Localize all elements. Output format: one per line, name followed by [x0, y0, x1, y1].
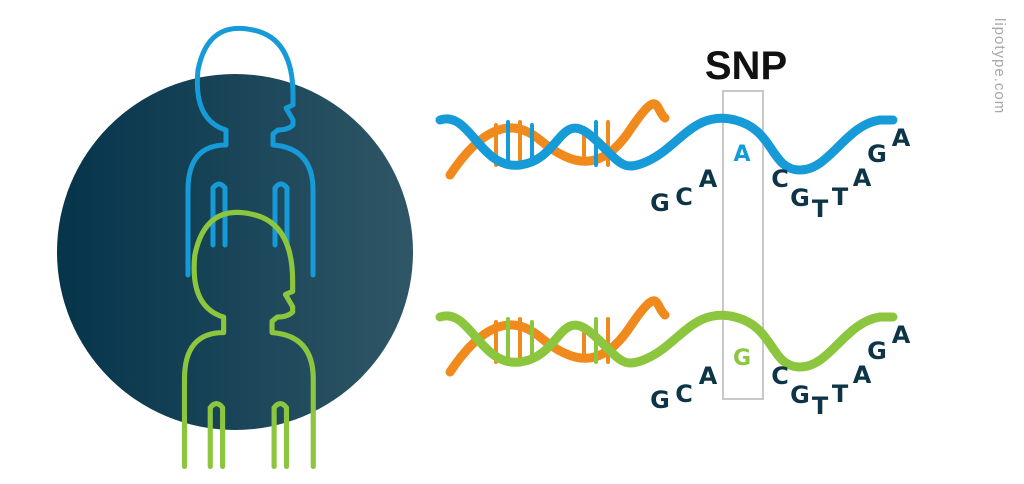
top-base-5: G [790, 184, 810, 212]
bottom-base-1: G [650, 386, 670, 414]
top-sequence: G C A C G T T A G A [650, 124, 911, 223]
bottom-base-5: G [790, 381, 810, 409]
snp-highlight-box [722, 90, 764, 400]
watermark-text: lipotype.com [991, 18, 1008, 114]
background-circle [57, 74, 413, 430]
bottom-sequence: G C A C G T T A G A [650, 321, 911, 420]
bottom-base-6: T [812, 392, 829, 420]
top-base-3: A [699, 165, 718, 193]
top-base-6: T [812, 195, 829, 223]
bottom-base-4: C [771, 362, 789, 390]
top-snp-base: A [733, 142, 750, 167]
top-base-7: T [832, 183, 849, 211]
bottom-base-10: A [892, 321, 911, 349]
top-base-2: C [675, 183, 693, 211]
top-base-1: G [650, 189, 670, 217]
dna-helix-bottom-icon [435, 296, 898, 377]
top-base-4: C [771, 165, 789, 193]
top-base-8: A [853, 164, 872, 192]
bottom-base-2: C [675, 380, 693, 408]
bottom-snp-base: G [733, 346, 751, 371]
bottom-base-8: A [853, 361, 872, 389]
bottom-base-9: G [867, 337, 887, 365]
top-base-9: G [867, 140, 887, 168]
dna-helix-top-icon [435, 99, 898, 180]
top-base-10: A [892, 124, 911, 152]
bottom-base-3: A [699, 362, 718, 390]
snp-label: SNP [705, 44, 787, 88]
bottom-base-7: T [832, 380, 849, 408]
